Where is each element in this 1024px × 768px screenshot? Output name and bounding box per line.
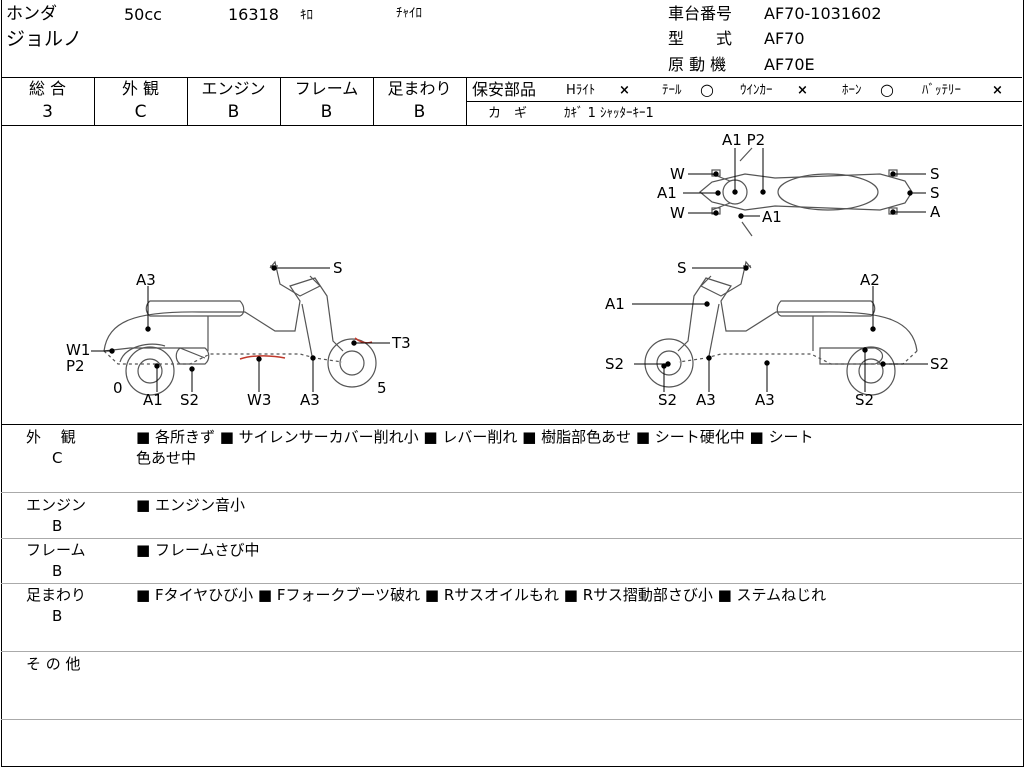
grade-label-overall: 総 合 <box>28 79 67 98</box>
chassis-label: 車台番号 <box>668 4 733 23</box>
safety-item-mark: × <box>619 83 630 98</box>
diagram-label: A <box>930 203 941 221</box>
safety-item-name: ﾎｰﾝ <box>842 83 862 98</box>
remark-grade-exterior: C <box>52 449 63 467</box>
divider <box>1 77 1022 78</box>
diagram-label: 0 <box>113 379 123 397</box>
remark-grade-frame: B <box>52 562 63 580</box>
diagram-label: A1 <box>762 208 782 226</box>
displacement: 50cc <box>124 5 162 24</box>
divider <box>1 583 1022 584</box>
engine-value: AF70E <box>764 55 815 74</box>
remark-label-frame: フレーム <box>26 541 86 559</box>
scooter-top-drawing <box>699 147 913 237</box>
diagram-label: A1 <box>657 184 677 202</box>
diagram-label: W3 <box>247 391 271 409</box>
safety-item-mark: × <box>992 83 1003 98</box>
diagram-label: S2 <box>180 391 199 409</box>
diagram-label: S2 <box>605 355 624 373</box>
grade-value-overall: 3 <box>42 102 53 122</box>
diagram-label: A3 <box>136 271 156 289</box>
grade-value-frame: B <box>320 102 333 122</box>
key-label: カ ギ <box>488 106 528 121</box>
safety-item-name: ﾃｰﾙ <box>662 83 682 98</box>
grade-label-engine: エンジン <box>201 79 266 98</box>
remark-text-suspension: ■ Fタイヤひび小 ■ Fフォークブーツ破れ ■ Rサスオイルもれ ■ Rサス摺… <box>136 586 827 604</box>
key-value: ｶｷﾞ 1 ｼｬｯﾀｰｷｰ1 <box>564 106 654 121</box>
grade-value-exterior: C <box>134 102 147 122</box>
diagram-label: A3 <box>696 391 716 409</box>
divider <box>94 77 95 125</box>
diagram-label: A3 <box>755 391 775 409</box>
divider <box>1 651 1022 652</box>
diagram-label: W <box>670 204 685 222</box>
divider <box>280 77 281 125</box>
safety-item-name: ﾊﾞｯﾃﾘｰ <box>922 83 961 98</box>
damage-diagram: A3 S W1 P2 T3 0 A1 S2 W3 A3 5 S A2 A1 S2… <box>66 131 949 409</box>
diagram-label: A3 <box>300 391 320 409</box>
divider <box>373 77 374 125</box>
diagram-label: W1 <box>66 341 90 359</box>
engine-label: 原 動 機 <box>668 55 727 74</box>
remark-text-exterior: ■ 各所きず ■ サイレンサーカバー削れ小 ■ レバー削れ ■ 樹脂部色あせ ■… <box>136 428 814 446</box>
mileage-unit: ｷﾛ <box>300 8 313 23</box>
diagram-label: S <box>677 259 687 277</box>
mileage: 16318 <box>228 5 279 24</box>
diagram-label: S <box>930 165 940 183</box>
diagram-label: A1 <box>605 295 625 313</box>
divider <box>187 77 188 125</box>
remark-label-suspension: 足まわり <box>26 586 87 604</box>
grade-value-engine: B <box>227 102 240 122</box>
divider <box>1 719 1022 720</box>
remark-label-exterior: 外 観 <box>26 428 76 446</box>
damage-mark-scratch <box>239 355 286 360</box>
divider <box>1 492 1022 493</box>
safety-item-mark: ○ <box>700 80 714 99</box>
divider <box>1 125 1022 126</box>
remark-text-exterior: 色あせ中 <box>136 449 197 467</box>
remark-label-engine: エンジン <box>26 496 87 514</box>
remark-text-frame: ■ フレームさび中 <box>136 541 260 559</box>
diagram-label: W <box>670 165 685 183</box>
diagram-label: A2 <box>860 271 880 289</box>
diagram-label: P2 <box>66 357 85 375</box>
divider <box>1 538 1022 539</box>
remark-grade-suspension: B <box>52 607 63 625</box>
grade-value-suspension: B <box>413 102 426 122</box>
diagram-label: S <box>930 184 940 202</box>
damage-mark-scratch <box>354 337 373 344</box>
chassis-value: AF70-1031602 <box>764 4 882 23</box>
model-name: ジョルノ <box>6 28 83 50</box>
diagram-label: S2 <box>658 391 677 409</box>
remark-grade-engine: B <box>52 517 63 535</box>
type-value: AF70 <box>764 29 805 48</box>
divider <box>466 77 467 125</box>
safety-item-mark: ○ <box>880 80 894 99</box>
diagram-label: 5 <box>377 379 387 397</box>
divider <box>1 424 1022 425</box>
diagram-label: S2 <box>930 355 949 373</box>
diagram-label: A1 <box>143 391 163 409</box>
grade-label-frame: フレーム <box>294 79 359 98</box>
divider <box>467 101 1022 102</box>
diagram-label: A1 P2 <box>722 131 765 149</box>
safety-item-name: ｳｲﾝｶｰ <box>740 83 773 98</box>
diagram-label: S <box>333 259 343 277</box>
maker: ホンダ <box>6 4 57 24</box>
safety-item-mark: × <box>797 83 808 98</box>
grade-label-suspension: 足まわり <box>387 79 452 98</box>
diagram-label: S2 <box>855 391 874 409</box>
type-label: 型 式 <box>668 29 733 48</box>
remark-text-engine: ■ エンジン音小 <box>136 496 245 514</box>
color: ﾁｬｲﾛ <box>396 6 422 21</box>
grade-label-exterior: 外 観 <box>121 79 160 98</box>
remark-label-other: そ の 他 <box>26 655 81 673</box>
safety-item-name: Hﾗｲﾄ <box>566 83 596 98</box>
safety-label: 保安部品 <box>472 80 537 99</box>
diagram-label: T3 <box>391 334 411 352</box>
